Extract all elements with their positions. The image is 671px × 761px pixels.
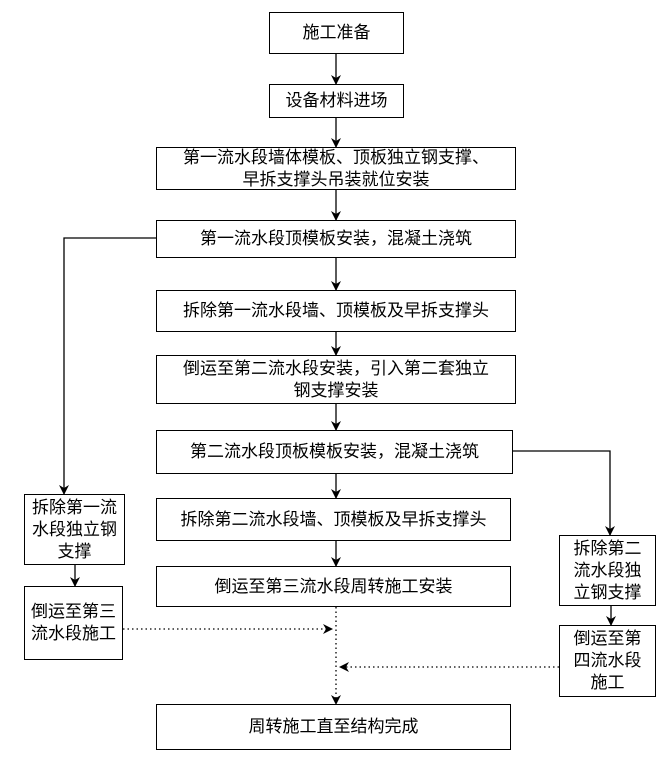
right-move-line1: 倒运至第 — [573, 629, 642, 649]
step-pour2-label: 第二流水段顶板模板安装，混凝土浇筑 — [190, 442, 479, 462]
step-prepare: 施工准备 — [269, 12, 404, 54]
step-transfer3: 倒运至第三流水段周转施工安装 — [156, 566, 511, 607]
step-prepare-label: 施工准备 — [302, 23, 371, 43]
step-install-line1: 第一流水段墙体模板、顶板独立钢支撑、 — [183, 147, 489, 168]
right-remove-line1: 拆除第二 — [573, 538, 642, 559]
right-move-line2: 四流水段 — [573, 651, 642, 671]
step-transfer: 倒运至第二流水段安装，引入第二套独立 钢支撑安装 — [156, 355, 516, 404]
right-move-line3: 施工 — [590, 673, 625, 693]
left-remove-line3: 支撑 — [57, 541, 92, 562]
step-pour2: 第二流水段顶板模板安装，混凝土浇筑 — [156, 430, 513, 474]
step-demolish1-label: 拆除第一流水段墙、顶模板及早拆支撑头 — [183, 301, 489, 321]
arrow-pour2-to-right-remove — [513, 450, 615, 536]
left-move-line1: 倒运至第三 — [31, 602, 116, 622]
step-transfer-line2: 钢支撑安装 — [293, 380, 379, 401]
step-install-line2: 早拆支撑头吊装就位安装 — [242, 169, 430, 190]
step-demolish2: 拆除第二流水段墙、顶模板及早拆支撑头 — [156, 498, 511, 541]
step-install: 第一流水段墙体模板、顶板独立钢支撑、 早拆支撑头吊装就位安装 — [156, 147, 516, 190]
step-demolish2-label: 拆除第二流水段墙、顶模板及早拆支撑头 — [180, 509, 487, 530]
arrow-pour1-to-left-remove — [59, 237, 156, 495]
right-remove-support: 拆除第二 流水段独 立钢支撑 — [559, 535, 656, 606]
left-remove-line1: 拆除第一流 — [32, 497, 117, 518]
step-pour1: 第一流水段顶模板安装，混凝土浇筑 — [156, 220, 516, 258]
step-materials-label: 设备材料进场 — [285, 91, 388, 111]
left-remove-support: 拆除第一流 水段独立钢 支撑 — [24, 494, 125, 565]
step-materials: 设备材料进场 — [269, 84, 404, 118]
left-move-line2: 流水段施工 — [31, 624, 116, 644]
step-finish: 周转施工直至结构完成 — [156, 704, 511, 750]
step-finish-label: 周转施工直至结构完成 — [248, 717, 419, 737]
step-demolish1: 拆除第一流水段墙、顶模板及早拆支撑头 — [156, 290, 516, 332]
step-transfer-line1: 倒运至第二流水段安装，引入第二套独立 — [183, 358, 489, 379]
right-remove-line3: 立钢支撑 — [573, 582, 642, 603]
left-remove-line2: 水段独立钢 — [32, 519, 117, 540]
right-remove-line2: 流水段独 — [573, 560, 642, 581]
left-move-third: 倒运至第三 流水段施工 — [24, 586, 123, 660]
step-transfer3-label: 倒运至第三流水段周转施工安装 — [214, 576, 453, 597]
right-move-fourth: 倒运至第 四流水段 施工 — [559, 625, 656, 697]
step-pour1-label: 第一流水段顶模板安装，混凝土浇筑 — [200, 229, 472, 249]
